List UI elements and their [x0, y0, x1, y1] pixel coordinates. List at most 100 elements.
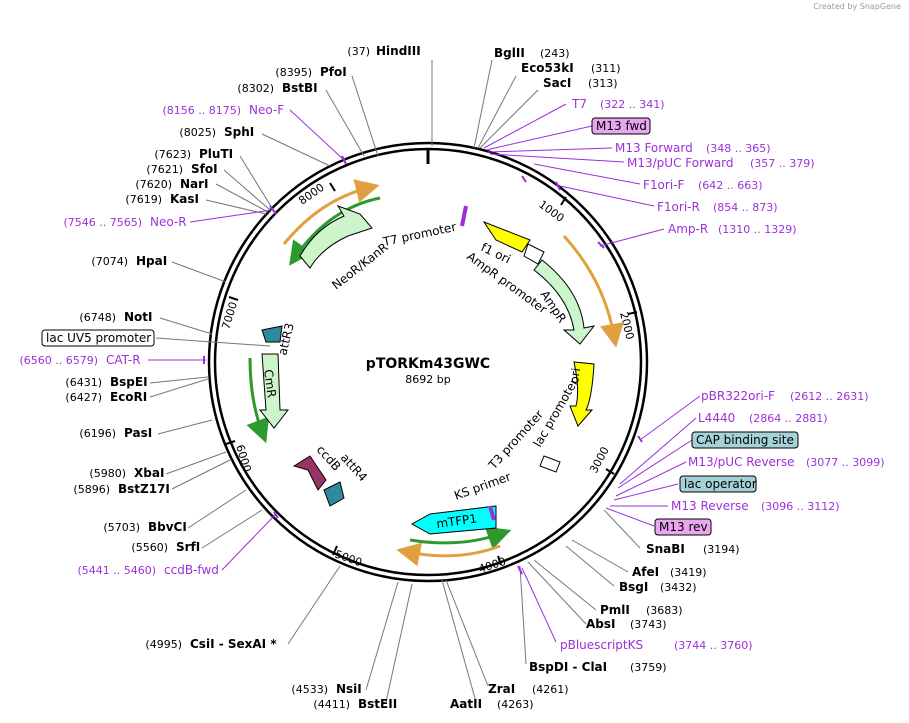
site-bsteii[interactable]: BstEII	[358, 697, 397, 711]
site-sphi[interactable]: SphI	[224, 125, 254, 139]
primer-neo-r[interactable]: Neo-R	[150, 215, 187, 229]
site-aatii[interactable]: AatII	[450, 697, 482, 711]
site-absi[interactable]: AbsI	[586, 617, 615, 631]
leader-nsii	[365, 581, 399, 691]
pos-pbluescriptks: (3744 .. 3760)	[674, 639, 753, 652]
site-pfoi[interactable]: PfoI	[320, 65, 347, 79]
site-kasi[interactable]: KasI	[170, 192, 199, 206]
cap-binding-site-box[interactable]	[691, 431, 799, 449]
site-bspdi-clai[interactable]: BspDI - ClaI	[529, 660, 607, 674]
primer-cat-r[interactable]: CAT-R	[106, 353, 141, 367]
primer-amp-r[interactable]: Amp-R	[668, 222, 708, 236]
site-bsgi[interactable]: BsgI	[619, 580, 648, 594]
leader-bstz17i	[171, 459, 231, 490]
primer-t7[interactable]: T7	[571, 97, 587, 111]
site-pluti[interactable]: PluTI	[199, 147, 233, 161]
pos-bsteii: (4411)	[313, 698, 350, 711]
site-hindiii[interactable]: HindIII	[376, 44, 421, 58]
site-bstbi[interactable]: BstBI	[282, 81, 318, 95]
site-xbai[interactable]: XbaI	[134, 466, 164, 480]
marker-t7-inner	[460, 205, 468, 227]
primer-ccdb-fwd[interactable]: ccdB-fwd	[164, 563, 219, 577]
site-saci[interactable]: SacI	[543, 76, 571, 90]
marker-ks-inner	[488, 505, 496, 521]
site-sfoi[interactable]: SfoI	[191, 162, 218, 176]
site-nari[interactable]: NarI	[180, 177, 209, 191]
feature-ori	[569, 361, 595, 427]
orf-arc-neor	[282, 179, 380, 245]
site-pmli[interactable]: PmlI	[600, 603, 630, 617]
label-cmr: CmR	[261, 368, 279, 398]
primer-m13puc-reverse[interactable]: M13/pUC Reverse	[688, 455, 795, 469]
right-site-labels: BglII (243) Eco53kI (311) SacI (313) T7 …	[450, 46, 885, 711]
pos-bstbi: (8302)	[237, 82, 274, 95]
pos-pbr322ori-f: (2612 .. 2631)	[790, 390, 869, 403]
lac-operator-box[interactable]	[679, 475, 757, 493]
m13-rev-box[interactable]	[654, 518, 712, 536]
pos-aatii: (4263)	[497, 698, 534, 711]
site-bbvci[interactable]: BbvCI	[148, 520, 187, 534]
pos-bspei: (6431)	[65, 376, 102, 389]
primer-neo-f[interactable]: Neo-F	[249, 103, 284, 117]
leader-eco53ki	[477, 75, 517, 149]
marker-ccdb-fwd	[273, 511, 279, 519]
leader-f1ori-f	[533, 163, 641, 185]
site-hpai[interactable]: HpaI	[136, 254, 167, 268]
pos-cat-r: (6560 .. 6579)	[19, 354, 98, 367]
pos-ecori: (6427)	[65, 391, 102, 404]
leader-m13-rev	[605, 507, 655, 527]
pos-m13puc-reverse: (3077 .. 3099)	[806, 456, 885, 469]
pos-absi: (3743)	[630, 618, 667, 631]
primer-f1ori-r[interactable]: F1ori-R	[657, 200, 700, 214]
site-bspei[interactable]: BspEI	[110, 375, 148, 389]
pos-bbvci: (5703)	[103, 521, 140, 534]
site-eco53ki[interactable]: Eco53kI	[521, 61, 574, 75]
primer-pbluescriptks[interactable]: pBluescriptKS	[560, 638, 643, 652]
feature-mtfp1	[410, 505, 497, 535]
primer-m13-reverse[interactable]: M13 Reverse	[671, 499, 749, 513]
pos-pasi: (6196)	[79, 427, 116, 440]
primer-m13puc-forward[interactable]: M13/pUC Forward	[627, 156, 734, 170]
pos-hpai: (7074)	[91, 255, 128, 268]
primer-m13-forward[interactable]: M13 Forward	[615, 141, 693, 155]
primer-l4440[interactable]: L4440	[698, 411, 735, 425]
m13-fwd-box[interactable]	[591, 117, 651, 135]
site-bstz17i[interactable]: BstZ17I	[118, 482, 170, 496]
pos-xbai: (5980)	[89, 467, 126, 480]
site-noti[interactable]: NotI	[124, 310, 153, 324]
leader-bbvci	[187, 489, 247, 529]
primer-f1ori-f[interactable]: F1ori-F	[643, 178, 684, 192]
pos-pfoi: (8395)	[275, 66, 312, 79]
site-bglii[interactable]: BglII	[494, 46, 525, 60]
backbone-outer	[207, 141, 649, 583]
left-leaders	[149, 60, 433, 703]
lac-operator-label: lac operator	[684, 477, 757, 491]
site-ecori[interactable]: EcoRI	[110, 390, 147, 404]
label-attr4: attR4	[338, 451, 370, 485]
lac-uv5-promoter-label: lac UV5 promoter	[46, 331, 151, 345]
pos-sphi: (8025)	[179, 126, 216, 139]
leader-noti	[159, 317, 213, 335]
leader-xbai	[165, 451, 227, 475]
leader-amp-r	[599, 228, 665, 247]
pos-nsii: (4533)	[291, 683, 328, 696]
feature-neor-kanr	[299, 205, 373, 269]
site-afei[interactable]: AfeI	[632, 565, 659, 579]
pos-sfoi: (7621)	[146, 163, 183, 176]
site-snabi[interactable]: SnaBI	[646, 542, 685, 556]
pos-f1ori-r: (854 .. 873)	[713, 201, 778, 214]
primer-pbr322ori-f[interactable]: pBR322ori-F	[701, 389, 775, 403]
leader-absi	[527, 561, 587, 625]
site-srfi[interactable]: SrfI	[176, 540, 200, 554]
site-zrai[interactable]: ZraI	[488, 682, 515, 696]
lac-uv5-promoter-box[interactable]	[41, 329, 155, 347]
pos-hindiii: (37)	[347, 45, 370, 58]
site-csii-sexai[interactable]: CsiI - SexAI *	[190, 637, 277, 651]
label-ori: ori	[567, 367, 583, 384]
site-nsii[interactable]: NsiI	[336, 682, 362, 696]
right-leaders	[441, 59, 641, 703]
pos-m13puc-forward: (357 .. 379)	[750, 157, 815, 170]
feature-lac-promoter	[539, 455, 561, 473]
site-pasi[interactable]: PasI	[124, 426, 152, 440]
label-ks-primer: KS primer	[452, 469, 512, 502]
